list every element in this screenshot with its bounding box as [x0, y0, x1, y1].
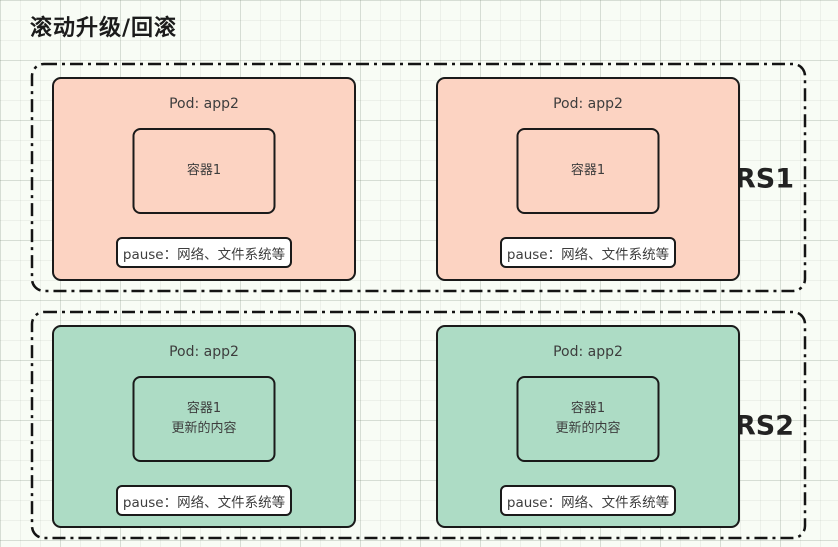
pod-title: Pod: app2 [553, 344, 623, 360]
rs1-label: RS1 [734, 163, 794, 195]
pod-rs1-1: Pod: app2 容器1 pause：网络、文件系统等 [52, 77, 356, 281]
replicaset-rs2-group: RS2 Pod: app2 容器1 更新的内容 pause：网络、文件系统等 P… [30, 310, 807, 540]
container-label: 容器1 [570, 162, 606, 178]
pod-rs2-2: Pod: app2 容器1 更新的内容 pause：网络、文件系统等 [436, 325, 740, 528]
container-box: 容器1 [516, 128, 660, 214]
pod-title: Pod: app2 [553, 96, 623, 112]
pod-rs2-1: Pod: app2 容器1 更新的内容 pause：网络、文件系统等 [52, 325, 356, 528]
rs2-label: RS2 [734, 410, 794, 442]
rs2-dashed-border [30, 310, 807, 540]
pod-rs1-2: Pod: app2 容器1 pause：网络、文件系统等 [436, 77, 740, 281]
pod-title: Pod: app2 [169, 96, 239, 112]
pause-container-box: pause：网络、文件系统等 [500, 485, 676, 516]
pod-title: Pod: app2 [169, 344, 239, 360]
pause-container-box: pause：网络、文件系统等 [116, 485, 292, 516]
container-label: 容器1 [186, 162, 222, 178]
container-label: 容器1 [570, 400, 606, 416]
pause-container-box: pause：网络、文件系统等 [116, 237, 292, 268]
container-box: 容器1 更新的内容 [132, 376, 276, 462]
container-label: 容器1 [186, 400, 222, 416]
container-label-line2: 更新的内容 [171, 421, 237, 436]
container-box: 容器1 更新的内容 [516, 376, 660, 462]
rs1-dashed-border [30, 62, 807, 293]
container-label-line2: 更新的内容 [555, 421, 621, 436]
container-box: 容器1 [132, 128, 276, 214]
replicaset-rs1-group: RS1 Pod: app2 容器1 pause：网络、文件系统等 Pod: ap… [30, 62, 807, 293]
page-title: 滚动升级/回滚 [30, 16, 178, 41]
pause-container-box: pause：网络、文件系统等 [500, 237, 676, 268]
